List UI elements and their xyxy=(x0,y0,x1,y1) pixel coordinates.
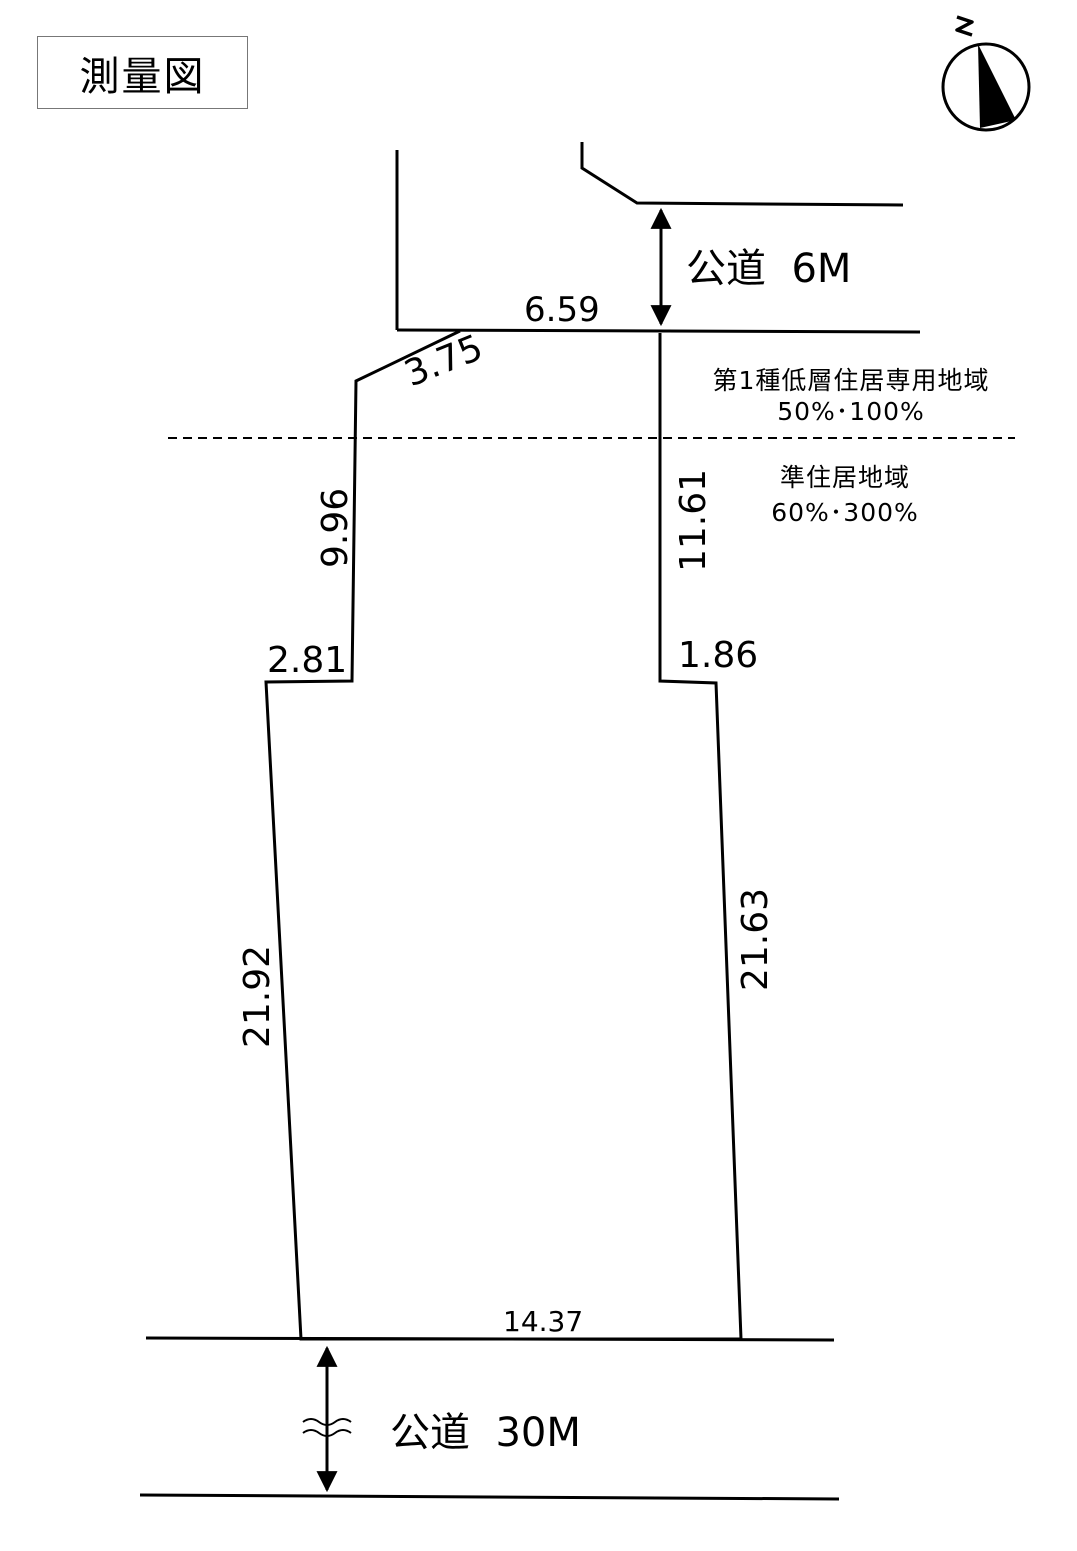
zone-lower-name: 準住居地域 xyxy=(779,463,910,492)
dimension-top: 6.59 xyxy=(524,290,600,330)
zone-upper: 第1種低層住居専用地域 50%･100% xyxy=(696,368,1006,424)
north-road-label: 公道 6M xyxy=(686,249,851,289)
compass-north-arrow-icon xyxy=(941,15,1031,132)
zone-upper-ratio: 50%･100% xyxy=(777,397,925,426)
north-road-edge xyxy=(396,328,921,334)
zone-upper-name: 第1種低層住居専用地域 xyxy=(712,366,990,395)
dimension-step-left: 2.81 xyxy=(267,640,348,681)
south-road-name: 公道 xyxy=(390,1410,470,1456)
dimension-step-right: 1.86 xyxy=(678,635,759,676)
south-road-edge-bottom xyxy=(139,1493,840,1501)
dimension-bottom: 14.37 xyxy=(503,1305,584,1338)
dimension-upper-left: 9.96 xyxy=(315,487,356,568)
south-road-edge-top xyxy=(145,1336,835,1342)
zone-lower-ratio: 60%･300% xyxy=(771,498,919,527)
road-break-mark xyxy=(302,1418,352,1437)
south-road-width: 30M xyxy=(495,1410,581,1456)
north-road-width: 6M xyxy=(791,246,852,292)
dimension-upper-right: 11.61 xyxy=(673,468,714,572)
south-road-label: 公道 30M xyxy=(390,1413,581,1453)
lot-boundary xyxy=(264,329,743,1341)
drawing-title: 測量図 xyxy=(37,36,248,109)
road-corner-line xyxy=(580,142,904,207)
zone-lower: 準住居地域 60%･300% xyxy=(745,465,945,525)
dimension-lower-right: 21.63 xyxy=(735,887,776,991)
dimension-lower-left: 21.92 xyxy=(237,944,278,1048)
north-road-name: 公道 xyxy=(686,246,766,292)
